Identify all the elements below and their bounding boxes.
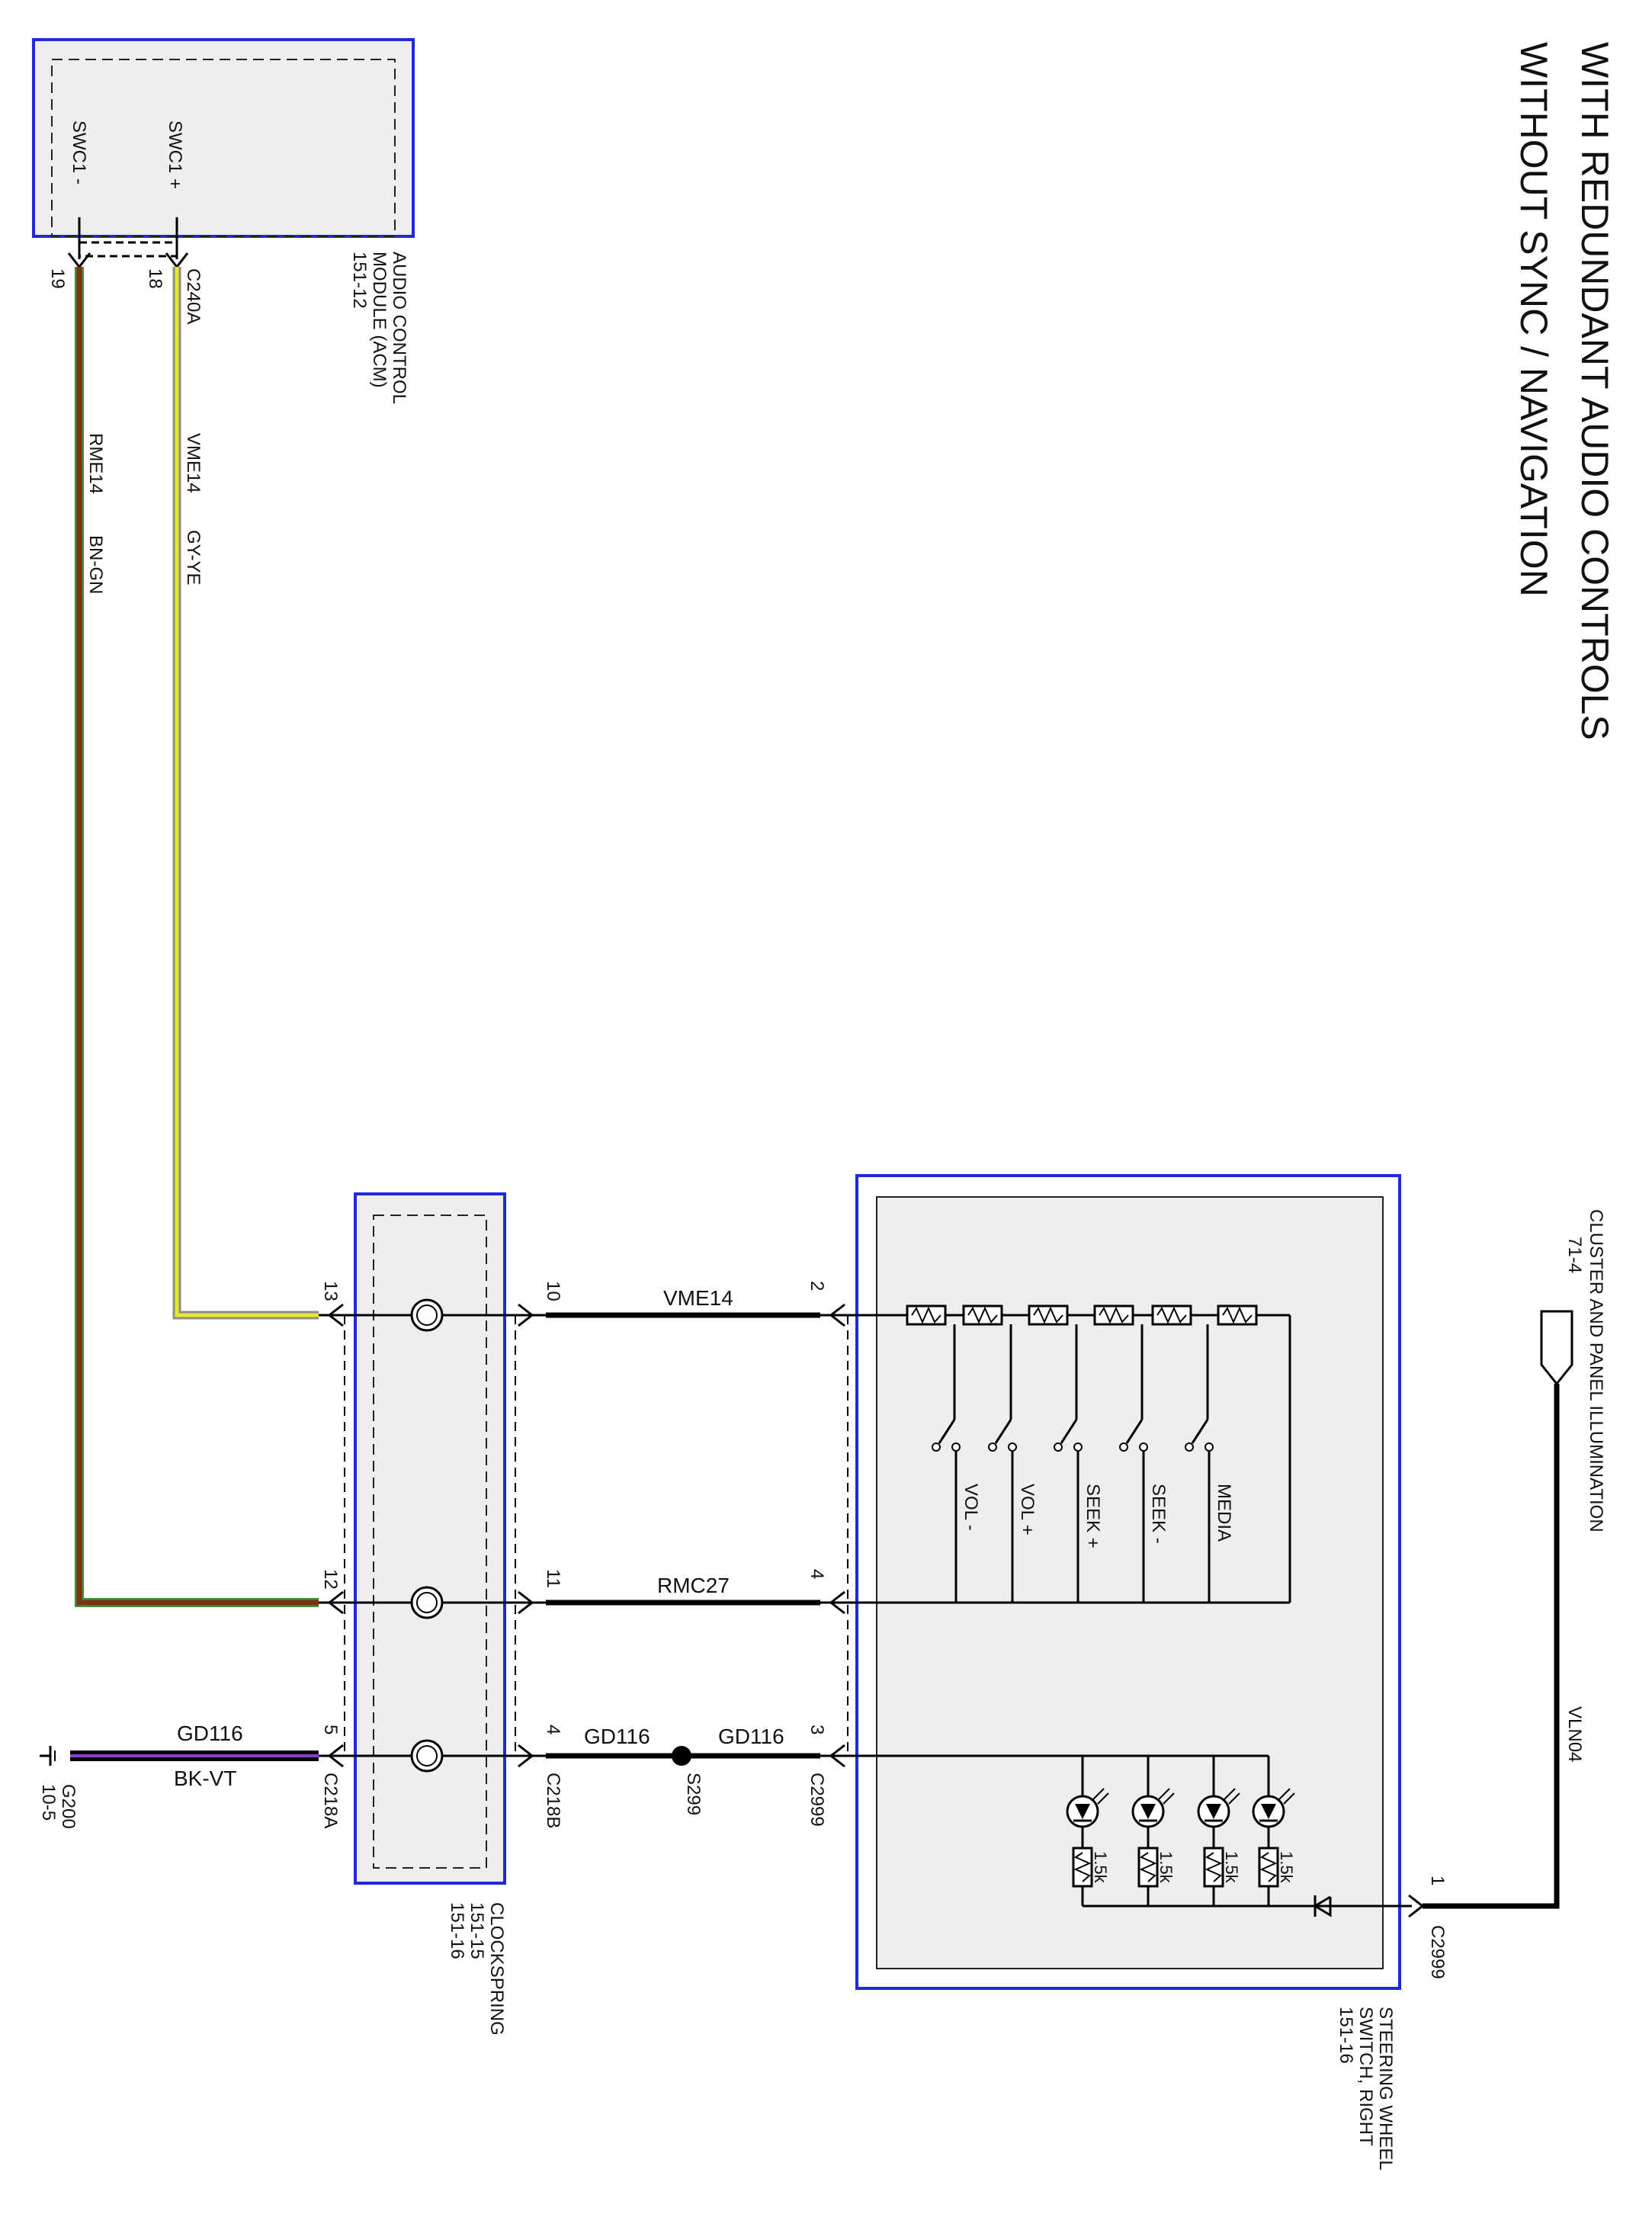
- acm-pin-18: 18: [145, 268, 165, 289]
- title-line2: WITHOUT SYNC / NAVIGATION: [1512, 42, 1555, 597]
- wire-vln04-label: VLN04: [1564, 1706, 1585, 1762]
- splice-s299-label: S299: [683, 1773, 704, 1815]
- led-branch-4: [1252, 1756, 1295, 1906]
- wire-rme14-color: BN-GN: [85, 535, 106, 594]
- led-branch-3: [1197, 1756, 1240, 1906]
- clockspring-pin-4: 4: [543, 1725, 563, 1734]
- switch-seek-plus: [1054, 1324, 1083, 1603]
- button-label-vol-minus: VOL -: [961, 1484, 981, 1531]
- clockspring-ref1: 151-15: [467, 1902, 487, 1959]
- acm-pin-19: 19: [47, 268, 68, 289]
- wire-gd116-left-color: BK-VT: [174, 1767, 236, 1790]
- led-branch-2: [1131, 1756, 1175, 1906]
- wire-rme14-label: RME14: [85, 433, 106, 494]
- acm-name-line1: AUDIO CONTROL: [389, 252, 409, 404]
- ladder-resistor-1: [906, 1304, 947, 1326]
- ladder-resistor-3: [1028, 1304, 1069, 1326]
- button-label-vol-plus: VOL +: [1017, 1484, 1038, 1535]
- clockspring-pin-11: 11: [543, 1569, 563, 1588]
- acm-name-line2: MODULE (ACM): [369, 252, 390, 388]
- clockspring-name: CLOCKSPRING: [486, 1902, 507, 2036]
- audio-control-module: SWC1 + SWC1 - C240A 18 19 AUDIO CONTROL …: [32, 38, 415, 404]
- ladder-resistor-2: [962, 1304, 1003, 1326]
- steering-wheel-switch: VOL - VOL + SEEK + SEEK - MEDIA: [807, 1174, 1448, 2171]
- clockspring-connector-b: C218B: [543, 1773, 563, 1828]
- led-branch-1: [1066, 1756, 1109, 1906]
- splice-s299-dot: [672, 1746, 691, 1766]
- ladder-resistor-4: [1093, 1304, 1134, 1326]
- clockspring-pin-13: 13: [320, 1281, 341, 1301]
- ground-ref: 10-5: [38, 1784, 59, 1821]
- clockspring-connector-a: C218A: [320, 1773, 341, 1828]
- wire-gd116-mid-label: GD116: [584, 1725, 650, 1748]
- led-resistor-label-3: 1.5k: [1222, 1851, 1241, 1884]
- switch-seek-minus: [1119, 1324, 1148, 1603]
- acm-ref: 151-12: [349, 252, 370, 309]
- title-line1: WITH REDUNDANT AUDIO CONTROLS: [1573, 42, 1616, 740]
- clockspring-circuit-12-11: [319, 1586, 546, 1619]
- button-label-media: MEDIA: [1214, 1484, 1234, 1542]
- wire-gd116-left-label: GD116: [177, 1722, 243, 1745]
- wire-vln04: [1423, 1384, 1560, 1909]
- wire-rmc27-label: RMC27: [657, 1574, 730, 1597]
- wire-vme14-right-label: VME14: [663, 1286, 733, 1310]
- clockspring-pin-12: 12: [320, 1569, 341, 1590]
- cluster-name: CLUSTER AND PANEL ILLUMINATION: [1586, 1209, 1606, 1532]
- led-resistor-label-2: 1.5k: [1156, 1851, 1176, 1884]
- clockspring-ref2: 151-16: [447, 1902, 467, 1959]
- switch-pin-3: 3: [807, 1725, 827, 1734]
- switch-pin-1: 1: [1427, 1876, 1448, 1885]
- switch-name-line2: SWITCH, RIGHT: [1355, 2007, 1376, 2146]
- clockspring-pin-10: 10: [543, 1281, 563, 1301]
- clockspring-circuit-13-10: [319, 1298, 546, 1332]
- wire-vme14-label: VME14: [183, 433, 204, 493]
- switch-connector: C2999: [1427, 1925, 1448, 1979]
- switch-pin-2: 2: [807, 1281, 827, 1291]
- clockspring: 13 12 5 10 11 4 C218A C218B CLOCKSPRING …: [319, 1192, 563, 2036]
- switch-vol-minus: [932, 1324, 961, 1603]
- switch-name-line1: STEERING WHEEL: [1375, 2007, 1396, 2171]
- ground-g200: [40, 1746, 56, 1766]
- button-label-seek-minus: SEEK -: [1148, 1484, 1169, 1544]
- cluster-connector-symbol: [1540, 1310, 1573, 1386]
- led-resistor-label-1: 1.5k: [1091, 1851, 1110, 1884]
- ladder-resistor-6: [1217, 1304, 1258, 1326]
- resistor-ladder: [906, 1304, 1258, 1326]
- ladder-resistor-5: [1151, 1304, 1192, 1326]
- switch-connector-left: C2999: [807, 1773, 827, 1827]
- wire-rme14-bn-gn: [75, 267, 319, 1607]
- ground-name: G200: [58, 1784, 79, 1829]
- clockspring-circuit-5-4: [319, 1739, 546, 1773]
- clockspring-pin-5: 5: [320, 1725, 341, 1734]
- acm-pin-swc-minus: SWC1 -: [69, 120, 89, 185]
- led-resistor-label-4: 1.5k: [1277, 1851, 1296, 1884]
- wire-gd116-right-label: GD116: [718, 1725, 784, 1748]
- switch-media: [1185, 1324, 1214, 1603]
- acm-connector: C240A: [183, 268, 204, 324]
- acm-pin-swc-plus: SWC1 +: [165, 120, 185, 189]
- switch-pin-4: 4: [807, 1569, 827, 1579]
- cluster-ref: 71-4: [1564, 1237, 1585, 1273]
- button-label-seek-plus: SEEK +: [1083, 1484, 1103, 1548]
- switch-ref: 151-16: [1336, 2007, 1356, 2064]
- switch-vol-plus: [988, 1324, 1017, 1603]
- wire-vme14-color: GY-YE: [183, 530, 204, 585]
- wire-vme14-gy-ye: [172, 267, 319, 1320]
